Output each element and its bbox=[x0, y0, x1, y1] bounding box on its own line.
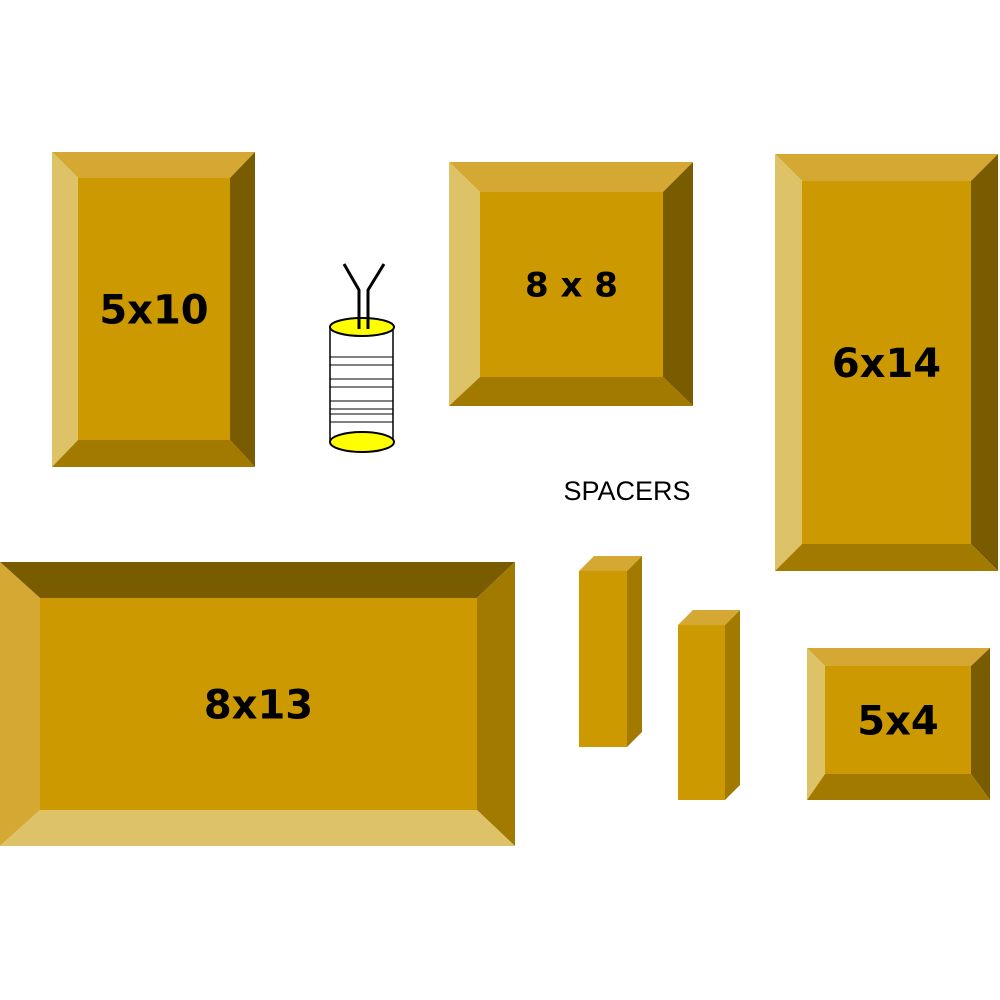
panel-6x14: 6x14 bbox=[775, 154, 998, 571]
bevel-bottom bbox=[807, 774, 990, 800]
bevel-bottom bbox=[0, 810, 515, 846]
panel-label: 5x4 bbox=[857, 698, 938, 744]
bevel-top bbox=[807, 648, 990, 666]
bevel-left bbox=[52, 152, 78, 467]
panel-face bbox=[802, 181, 971, 544]
spacer-block bbox=[678, 610, 740, 800]
panel-label: 6x14 bbox=[832, 341, 941, 387]
bevel-top bbox=[0, 562, 515, 598]
panel-8x13: 8x13 bbox=[0, 562, 515, 846]
bevel-left bbox=[807, 648, 825, 800]
bevel-right bbox=[663, 162, 693, 406]
bevel-top bbox=[775, 154, 998, 181]
panel-label: 5x10 bbox=[99, 287, 208, 333]
bevel-right bbox=[230, 152, 255, 467]
bevel-left bbox=[775, 154, 802, 571]
panel-face bbox=[40, 598, 477, 810]
panel-8x8: 8 x 8 bbox=[449, 162, 693, 406]
spacer-block bbox=[579, 556, 642, 747]
bevel-bottom bbox=[52, 440, 255, 467]
bevel-bottom bbox=[449, 377, 693, 406]
bevel-right bbox=[477, 562, 515, 846]
spacers-label: SPACERS bbox=[563, 476, 690, 506]
panel-face bbox=[480, 192, 663, 377]
panel-face bbox=[78, 178, 230, 440]
spacers-group bbox=[579, 556, 740, 800]
panel-5x10: 5x10 bbox=[52, 152, 255, 467]
bevel-bottom bbox=[775, 544, 998, 571]
bevel-top bbox=[449, 162, 693, 192]
bevel-left bbox=[0, 562, 40, 846]
bevel-left bbox=[449, 162, 480, 406]
panel-label: 8x13 bbox=[204, 682, 313, 728]
panel-face bbox=[825, 666, 971, 774]
bevel-top bbox=[52, 152, 255, 178]
bevel-right bbox=[971, 154, 998, 571]
panel-label: 8 x 8 bbox=[525, 266, 618, 306]
panel-5x4: 5x4 bbox=[807, 648, 990, 800]
coil-icon bbox=[329, 263, 395, 453]
bevel-right bbox=[971, 648, 990, 800]
